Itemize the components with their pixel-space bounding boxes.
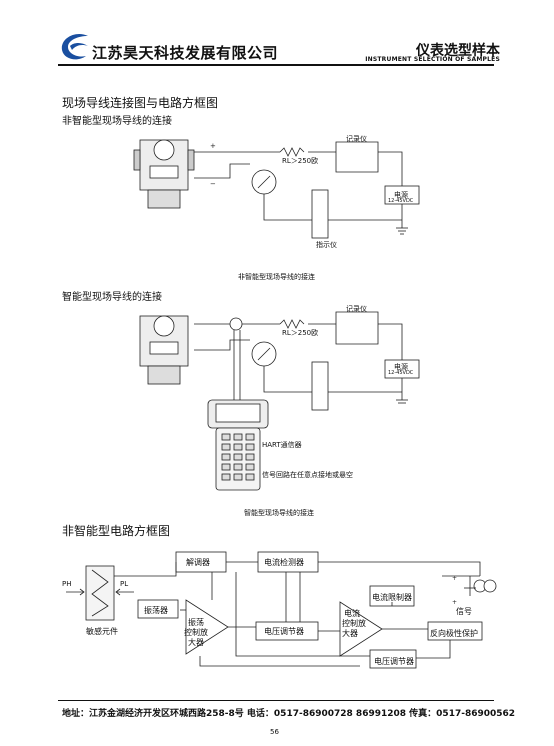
fig1-indicator-label: 指示仪 bbox=[316, 241, 337, 249]
block-current-amp-line2: 控制放 bbox=[342, 619, 366, 628]
pressure-low-label: PL bbox=[120, 580, 129, 588]
sensor-label: 敏感元件 bbox=[86, 627, 118, 636]
subtitle-nonsmart-wiring: 非智能型现场导线的连接 bbox=[62, 116, 172, 127]
block-voltage-regulator-2: 电压调节器 bbox=[374, 657, 414, 666]
fig2-caption: 智能型现场导线的接连 bbox=[244, 509, 314, 517]
svg-text:−: − bbox=[210, 180, 216, 188]
subtitle-smart-wiring: 智能型现场导线的连接 bbox=[62, 292, 162, 303]
nonsmart-wiring-diagram: + − bbox=[133, 139, 420, 239]
block-voltage-regulator-1: 电压调节器 bbox=[264, 627, 304, 636]
block-oscillator: 振荡器 bbox=[144, 606, 168, 615]
block-osc-amp-line3: 大器 bbox=[188, 638, 204, 647]
fig1-power-spec: 12-45VDC bbox=[388, 198, 414, 204]
fig2-resistor-label: RL＞250欧 bbox=[282, 329, 319, 337]
transmitter-icon bbox=[133, 139, 195, 209]
footer-rule bbox=[58, 700, 494, 701]
svg-text:+: + bbox=[452, 599, 457, 606]
header-rule bbox=[58, 64, 494, 66]
hart-communicator-icon bbox=[207, 399, 269, 491]
fig2-ground-note: 信号回路在任意点接地或悬空 bbox=[262, 471, 353, 479]
page-number: 56 bbox=[270, 728, 279, 736]
block-osc-amp-line2: 控制放 bbox=[184, 628, 208, 637]
company-name: 江苏昊天科技发展有限公司 bbox=[92, 44, 279, 62]
svg-text:+: + bbox=[452, 575, 457, 582]
block-current-detector: 电流检测器 bbox=[264, 558, 304, 567]
catalog-title: 仪表选型样本 bbox=[416, 43, 500, 59]
block-reverse-protection: 反向极性保护 bbox=[430, 629, 478, 638]
block-demodulator: 解调器 bbox=[186, 558, 210, 567]
section-title-wiring: 现场导线连接图与电路方框图 bbox=[62, 96, 219, 110]
block-current-amp-line3: 大器 bbox=[342, 629, 358, 638]
block-current-limiter: 电流限制器 bbox=[372, 593, 412, 602]
circuit-block-diagram: + + bbox=[66, 551, 497, 669]
fig1-caption: 非智能型现场导线的接连 bbox=[238, 273, 315, 281]
pressure-high-label: PH bbox=[62, 580, 72, 588]
company-logo bbox=[61, 33, 88, 60]
sensor-icon bbox=[66, 565, 134, 621]
fig2-power-spec: 12-45VDC bbox=[388, 370, 414, 376]
catalog-subtitle: INSTRUMENT SELECTION OF SAMPLES bbox=[365, 56, 500, 63]
svg-text:+: + bbox=[210, 142, 216, 150]
fig1-resistor-label: RL＞250欧 bbox=[282, 157, 319, 165]
fig1-power-label: 电源 bbox=[394, 191, 408, 199]
fig1-recorder-label: 记录仪 bbox=[346, 135, 367, 143]
smart-wiring-diagram bbox=[139, 311, 420, 491]
block-current-amp-line1: 电流 bbox=[344, 609, 360, 618]
transmitter-icon bbox=[139, 315, 189, 385]
signal-label: 信号 bbox=[456, 607, 472, 616]
fig2-recorder-label: 记录仪 bbox=[346, 305, 367, 313]
section-title-circuit: 非智能型电路方框图 bbox=[62, 524, 171, 538]
footer-contact: 地址：江苏金湖经济开发区环城西路258-8号 电话：0517-86900728 … bbox=[62, 709, 516, 719]
block-osc-amp-line1: 振荡 bbox=[188, 618, 204, 627]
fig2-hart-label: HART通信器 bbox=[262, 441, 302, 449]
fig2-power-label: 电源 bbox=[394, 363, 408, 371]
